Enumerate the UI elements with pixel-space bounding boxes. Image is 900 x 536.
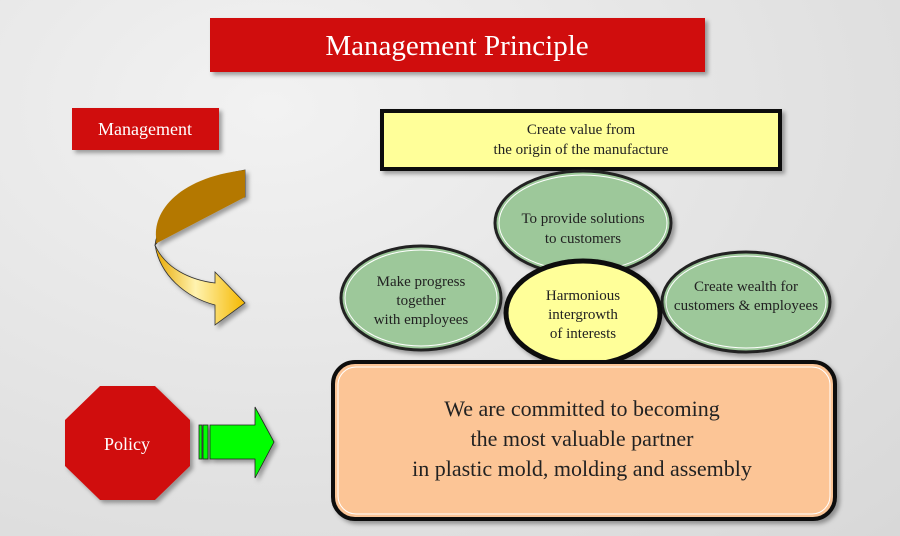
ellipse-progress: Make progress together with employees bbox=[339, 244, 503, 352]
ellipse-top-line2: to customers bbox=[545, 231, 621, 247]
ellipse-harmonious: Harmonious intergrowth of interests bbox=[503, 258, 663, 368]
ellipse-left-line2: together bbox=[396, 293, 445, 309]
ellipse-center-line3: of interests bbox=[550, 326, 616, 342]
green-arrow-icon bbox=[198, 406, 275, 479]
ellipse-wealth: Create wealth for customers & employees bbox=[660, 250, 832, 354]
commitment-line3: in plastic mold, molding and assembly bbox=[412, 456, 752, 481]
value-box: Create value from the origin of the manu… bbox=[380, 109, 782, 171]
ellipse-right-line2: customers & employees bbox=[674, 298, 818, 314]
commitment-line2: the most valuable partner bbox=[471, 426, 695, 451]
ellipse-right-line1: Create wealth for bbox=[694, 279, 798, 295]
commitment-box: We are committed to becoming the most va… bbox=[331, 360, 837, 521]
policy-octagon: Policy bbox=[65, 386, 190, 500]
title-banner: Management Principle bbox=[210, 18, 705, 72]
curved-arrow-icon bbox=[154, 169, 246, 326]
ellipse-left-line3: with employees bbox=[374, 312, 469, 328]
ellipse-solutions: To provide solutions to customers bbox=[493, 169, 673, 277]
ellipse-center-line1: Harmonious bbox=[546, 288, 620, 304]
management-label: Management bbox=[98, 119, 192, 139]
commitment-line1: We are committed to becoming bbox=[444, 396, 720, 421]
value-box-line1: Create value from bbox=[527, 122, 636, 138]
ellipse-center-line2: intergrowth bbox=[548, 307, 618, 323]
value-box-line2: the origin of the manufacture bbox=[494, 142, 669, 158]
policy-label: Policy bbox=[104, 434, 150, 454]
ellipse-left-line1: Make progress bbox=[377, 274, 466, 290]
management-label-box: Management bbox=[72, 108, 219, 150]
ellipse-top-line1: To provide solutions bbox=[521, 211, 644, 227]
page-title: Management Principle bbox=[325, 30, 588, 62]
